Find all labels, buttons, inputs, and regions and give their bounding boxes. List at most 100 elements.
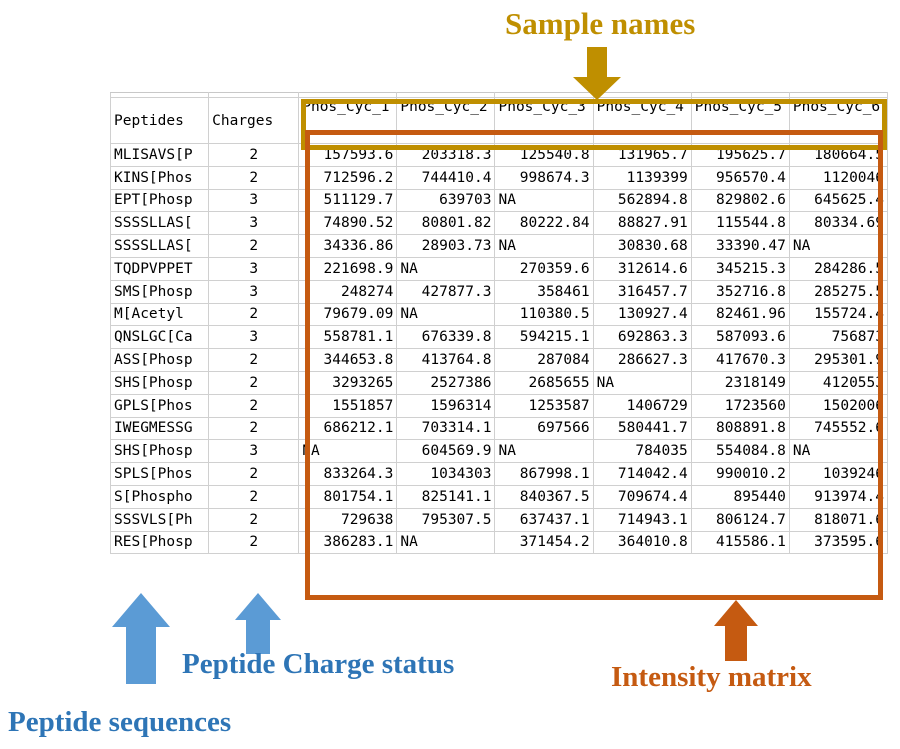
intensity-cell[interactable]: 729638	[298, 507, 398, 532]
intensity-cell[interactable]: 415586.1	[690, 530, 790, 555]
intensity-cell[interactable]: 30830.68	[592, 234, 692, 258]
intensity-cell[interactable]: 74890.52	[298, 211, 398, 236]
column-header-peptides[interactable]: Peptides	[109, 97, 210, 144]
intensity-cell[interactable]: 645625.4	[788, 188, 889, 213]
intensity-cell-na[interactable]: NA	[494, 188, 594, 213]
intensity-cell[interactable]: 756873	[788, 325, 889, 350]
column-header-sample-6[interactable]: Phos_Cyc_6	[788, 97, 889, 144]
intensity-cell[interactable]: 639703	[396, 188, 496, 213]
intensity-cell-na[interactable]: NA	[788, 234, 889, 258]
charge-cell[interactable]: 3	[208, 439, 300, 464]
intensity-cell[interactable]: 1034303	[396, 462, 496, 486]
intensity-cell[interactable]: 714042.4	[592, 462, 692, 486]
intensity-cell[interactable]: 80222.84	[494, 211, 594, 236]
intensity-cell[interactable]: 352716.8	[690, 279, 790, 304]
intensity-cell[interactable]: 221698.9	[298, 256, 398, 281]
intensity-cell[interactable]: 80801.82	[396, 211, 496, 236]
intensity-cell[interactable]: 203318.3	[396, 143, 496, 167]
peptide-sequence-cell[interactable]: QNSLGC[Ca	[109, 325, 210, 350]
intensity-cell[interactable]: 180664.5	[788, 143, 889, 167]
intensity-cell[interactable]: 587093.6	[690, 325, 790, 350]
charge-cell[interactable]: 3	[208, 188, 300, 213]
intensity-cell[interactable]: 840367.5	[494, 484, 594, 509]
intensity-cell[interactable]: 80334.69	[788, 211, 889, 236]
intensity-cell[interactable]: 3293265	[298, 370, 398, 395]
intensity-cell[interactable]: 130927.4	[592, 302, 692, 327]
intensity-cell[interactable]: 511129.7	[298, 188, 398, 213]
intensity-cell[interactable]: 697566	[494, 416, 594, 441]
intensity-cell[interactable]: 998674.3	[494, 165, 594, 190]
peptide-sequence-cell[interactable]: MLISAVS[P	[109, 143, 210, 167]
charge-cell[interactable]: 2	[208, 302, 300, 327]
peptide-sequence-cell[interactable]: S[Phospho	[109, 484, 210, 509]
intensity-cell-na[interactable]: NA	[396, 302, 496, 327]
intensity-cell[interactable]: 312614.6	[592, 256, 692, 281]
intensity-cell[interactable]: 79679.09	[298, 302, 398, 327]
intensity-cell[interactable]: 125540.8	[494, 143, 594, 167]
charge-cell[interactable]: 2	[208, 530, 300, 555]
peptide-sequence-cell[interactable]: GPLS[Phos	[109, 393, 210, 418]
intensity-cell[interactable]: 712596.2	[298, 165, 398, 190]
intensity-cell[interactable]: 784035	[592, 439, 692, 464]
intensity-cell[interactable]: 110380.5	[494, 302, 594, 327]
intensity-cell[interactable]: 709674.4	[592, 484, 692, 509]
charge-cell[interactable]: 3	[208, 279, 300, 304]
peptide-sequence-cell[interactable]: SSSVLS[Ph	[109, 507, 210, 532]
intensity-cell[interactable]: 604569.9	[396, 439, 496, 464]
intensity-cell[interactable]: 558781.1	[298, 325, 398, 350]
intensity-cell[interactable]: 155724.4	[788, 302, 889, 327]
column-header-sample-3[interactable]: Phos_Cyc_3	[494, 97, 594, 144]
intensity-cell[interactable]: 637437.1	[494, 507, 594, 532]
intensity-cell[interactable]: 28903.73	[396, 234, 496, 258]
intensity-cell[interactable]: 554084.8	[690, 439, 790, 464]
intensity-cell[interactable]: 115544.8	[690, 211, 790, 236]
intensity-cell[interactable]: 808891.8	[690, 416, 790, 441]
intensity-cell[interactable]: 371454.2	[494, 530, 594, 555]
charge-cell[interactable]: 2	[208, 416, 300, 441]
intensity-cell[interactable]: 1139399	[592, 165, 692, 190]
intensity-cell[interactable]: 344653.8	[298, 348, 398, 372]
intensity-cell[interactable]: 286627.3	[592, 348, 692, 372]
intensity-cell[interactable]: 33390.47	[690, 234, 790, 258]
intensity-cell-na[interactable]: NA	[788, 439, 889, 464]
charge-cell[interactable]: 2	[208, 165, 300, 190]
column-header-sample-1[interactable]: Phos_Cyc_1	[298, 97, 398, 144]
intensity-cell[interactable]: 131965.7	[592, 143, 692, 167]
intensity-cell-na[interactable]: NA	[298, 439, 398, 464]
column-header-charges[interactable]: Charges	[208, 97, 300, 144]
charge-cell[interactable]: 2	[208, 462, 300, 486]
intensity-cell[interactable]: 1120046	[788, 165, 889, 190]
intensity-cell[interactable]: 895440	[690, 484, 790, 509]
charge-cell[interactable]: 2	[208, 484, 300, 509]
peptide-sequence-cell[interactable]: EPT[Phosp	[109, 188, 210, 213]
intensity-cell[interactable]: 345215.3	[690, 256, 790, 281]
peptide-sequence-cell[interactable]: SMS[Phosp	[109, 279, 210, 304]
intensity-cell[interactable]: 248274	[298, 279, 398, 304]
intensity-cell[interactable]: 562894.8	[592, 188, 692, 213]
intensity-cell[interactable]: 2685655	[494, 370, 594, 395]
intensity-cell[interactable]: 195625.7	[690, 143, 790, 167]
intensity-cell-na[interactable]: NA	[396, 256, 496, 281]
peptide-sequence-cell[interactable]: M[Acetyl	[109, 302, 210, 327]
intensity-cell[interactable]: 1039246	[788, 462, 889, 486]
intensity-cell[interactable]: 990010.2	[690, 462, 790, 486]
intensity-cell[interactable]: 427877.3	[396, 279, 496, 304]
intensity-cell[interactable]: 316457.7	[592, 279, 692, 304]
intensity-cell[interactable]: 833264.3	[298, 462, 398, 486]
charge-cell[interactable]: 3	[208, 211, 300, 236]
intensity-cell[interactable]: 358461	[494, 279, 594, 304]
intensity-cell[interactable]: 801754.1	[298, 484, 398, 509]
peptide-sequence-cell[interactable]: SHS[Phosp	[109, 370, 210, 395]
charge-cell[interactable]: 2	[208, 234, 300, 258]
intensity-cell[interactable]: 285275.5	[788, 279, 889, 304]
column-header-sample-2[interactable]: Phos_Cyc_2	[396, 97, 496, 144]
intensity-cell[interactable]: 829802.6	[690, 188, 790, 213]
